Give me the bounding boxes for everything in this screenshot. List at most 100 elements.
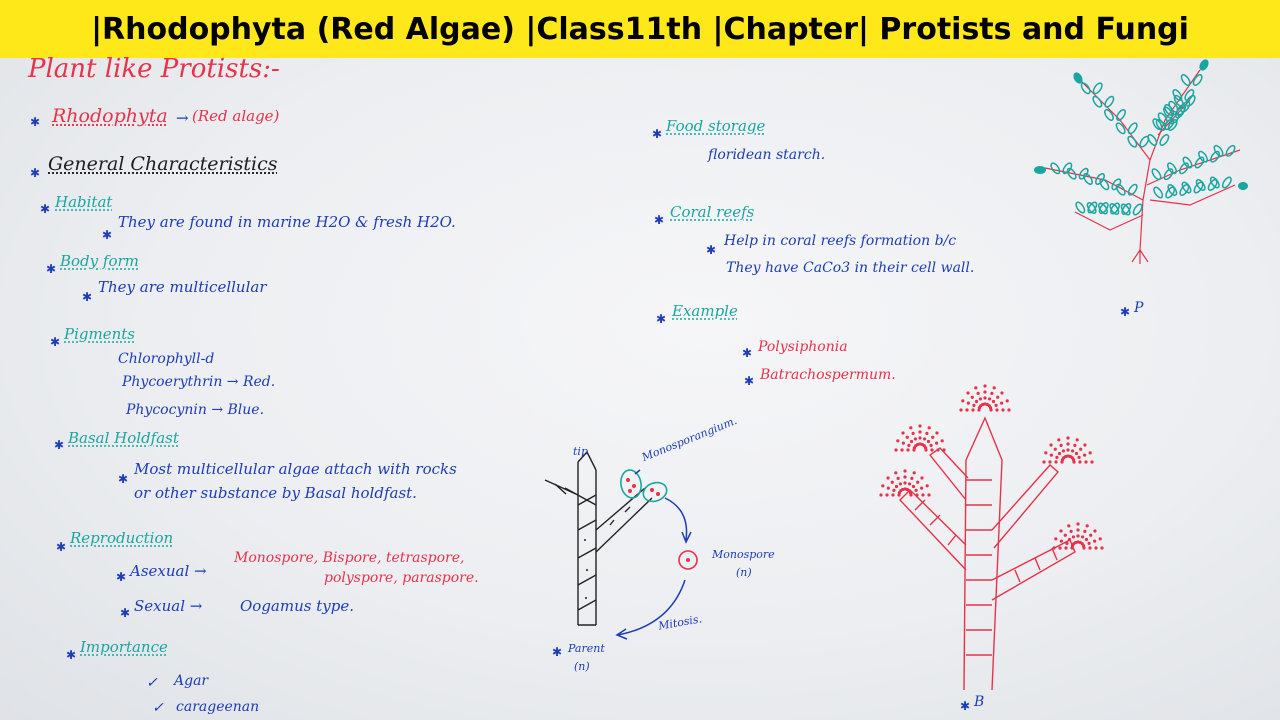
batrachospermum-bead bbox=[1084, 460, 1088, 464]
batrachospermum-bead bbox=[929, 443, 933, 448]
bullet-star-icon: ✱ bbox=[1120, 305, 1131, 319]
batrachospermum-bead bbox=[930, 448, 934, 452]
batrachospermum-bead bbox=[890, 480, 894, 484]
rhodophyta-note: (Red alage) bbox=[192, 107, 280, 125]
batrachospermum-bead bbox=[1067, 537, 1072, 542]
batrachospermum-bead bbox=[927, 493, 931, 497]
batrachospermum-bead bbox=[896, 476, 900, 480]
batrachospermum-bead bbox=[936, 448, 940, 452]
polysiphonia-leaflet bbox=[1111, 178, 1122, 191]
polysiphonia-leaflet bbox=[1153, 186, 1164, 199]
batrachospermum-bead bbox=[920, 476, 924, 480]
bullet-star-icon: ✱ bbox=[116, 570, 127, 584]
batrachospermum-bead bbox=[926, 439, 931, 444]
batrachospermum-bead bbox=[907, 482, 912, 486]
bullet-star-icon: ✱ bbox=[30, 166, 41, 180]
polysiphonia-leaflet bbox=[1121, 203, 1132, 215]
pigments-label: Pigments bbox=[64, 325, 135, 343]
batrachospermum-bead bbox=[972, 403, 976, 408]
batrachospermum-bead bbox=[1085, 524, 1089, 528]
batrachospermum-bead bbox=[940, 439, 944, 443]
batrachospermum-bead bbox=[906, 448, 910, 452]
monospore-label: Monospore bbox=[712, 548, 775, 561]
batrachospermum-bead bbox=[1093, 529, 1097, 533]
batrachospermum-bead bbox=[995, 408, 999, 412]
checkmark-icon: ✓ bbox=[146, 675, 158, 691]
polysiphonia-leaflet bbox=[1192, 74, 1203, 86]
sexual-text: Oogamus type. bbox=[240, 597, 354, 615]
importance-item-2: carageenan bbox=[176, 699, 260, 715]
polysiphonia-leaflet bbox=[1147, 134, 1158, 146]
batrachospermum-bead bbox=[1000, 391, 1004, 395]
polysiphonia-leaflet bbox=[1120, 203, 1131, 216]
batrachospermum-bead bbox=[1049, 453, 1053, 457]
batrachospermum-bead bbox=[903, 475, 907, 479]
batrachospermum-bead bbox=[1089, 533, 1093, 537]
polysiphonia-leaflet bbox=[1075, 201, 1086, 214]
batrachospermum-bead bbox=[1001, 408, 1005, 412]
polysiphonia-leaflet bbox=[1127, 183, 1138, 196]
video-title-banner: |Rhodophyta (Red Algae) |Class11th |Chap… bbox=[0, 0, 1280, 58]
polysiphonia-leaflet bbox=[1180, 74, 1191, 86]
batrachospermum-bead bbox=[1080, 535, 1085, 539]
arrow-icon: → bbox=[176, 109, 189, 127]
polysiphonia-leaflet bbox=[1062, 162, 1073, 175]
batrachospermum-bead bbox=[1055, 455, 1059, 460]
batrachospermum-bead bbox=[1054, 460, 1058, 464]
batrachospermum-bead bbox=[1059, 443, 1063, 447]
coral-reefs-line-2: They have CaCo3 in their cell wall. bbox=[726, 260, 975, 276]
general-characteristics-heading: General Characteristics bbox=[48, 153, 278, 175]
batrachospermum-bead bbox=[916, 480, 920, 484]
batrachospermum-bead bbox=[894, 484, 899, 489]
batrachospermum-bead bbox=[1093, 539, 1097, 543]
asexual-types-line-2: polyspore, paraspore. bbox=[324, 570, 479, 586]
polysiphonia-leaflet bbox=[1151, 168, 1162, 181]
polysiphonia-leaflet bbox=[1159, 134, 1170, 146]
batrachospermum-bead bbox=[1005, 399, 1009, 403]
batrachospermum-bead bbox=[886, 486, 890, 490]
polysiphonia-leaflet bbox=[1109, 203, 1120, 215]
batrachospermum-bead bbox=[900, 448, 904, 452]
bullet-star-icon: ✱ bbox=[654, 213, 665, 227]
polysiphonia-leaflet bbox=[1104, 95, 1115, 108]
batrachospermum-figure-label: B bbox=[974, 694, 985, 710]
coral-reefs-label: Coral reefs bbox=[670, 203, 755, 221]
polysiphonia-leaflet bbox=[1132, 203, 1143, 216]
polysiphonia-leaflet bbox=[1115, 122, 1126, 135]
batrachospermum-bead bbox=[1098, 537, 1102, 541]
basal-holdfast-line-1: Most multicellular algae attach with roc… bbox=[134, 460, 457, 478]
bullet-star-icon: ✱ bbox=[960, 699, 971, 713]
bullet-star-icon: ✱ bbox=[102, 228, 113, 242]
batrachospermum-bead bbox=[987, 397, 992, 401]
polysiphonia-leaflet bbox=[1095, 173, 1105, 185]
batrachospermum-bead bbox=[1057, 451, 1062, 456]
batrachospermum-bead bbox=[1073, 443, 1077, 447]
sexual-label: Sexual → bbox=[134, 597, 203, 615]
batrachospermum-bead bbox=[1083, 443, 1087, 447]
polysiphonia-leaflet bbox=[1221, 176, 1232, 189]
batrachospermum-bead bbox=[903, 469, 907, 473]
batrachospermum-bead bbox=[1088, 451, 1092, 455]
section-heading: Plant like Protists:- bbox=[28, 54, 280, 84]
batrachospermum-bead bbox=[1048, 460, 1052, 464]
batrachospermum-bead bbox=[921, 493, 925, 497]
parent-ploidy: (n) bbox=[574, 660, 590, 673]
importance-label: Importance bbox=[80, 638, 168, 656]
polysiphonia-leaflet bbox=[1198, 150, 1208, 163]
habitat-text: They are found in marine H2O & fresh H2O… bbox=[118, 213, 456, 231]
batrachospermum-bead bbox=[1087, 541, 1091, 546]
batrachospermum-bead bbox=[909, 493, 913, 497]
polysiphonia-leaflet bbox=[1098, 202, 1109, 214]
polysiphonia-leaflet bbox=[1080, 82, 1091, 95]
polysiphonia-leaflet bbox=[1050, 162, 1061, 175]
batrachospermum-bead bbox=[924, 448, 928, 452]
batrachospermum-bead bbox=[996, 395, 1000, 399]
batrachospermum-bead bbox=[991, 399, 996, 404]
batrachospermum-bead bbox=[1007, 408, 1011, 412]
parent-label: Parent bbox=[568, 642, 605, 655]
bullet-star-icon: ✱ bbox=[82, 290, 93, 304]
batrachospermum-bead bbox=[935, 431, 939, 435]
basal-holdfast-label: Basal Holdfast bbox=[68, 429, 179, 447]
batrachospermum-bead bbox=[892, 488, 896, 493]
